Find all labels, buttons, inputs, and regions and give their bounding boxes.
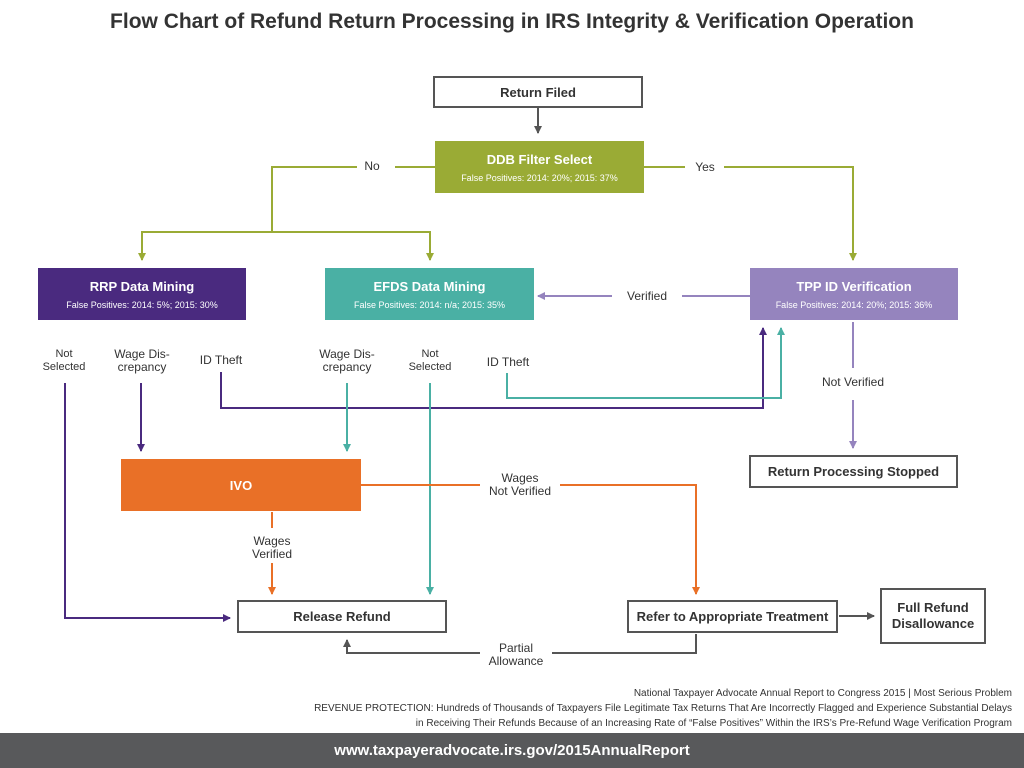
tpp-id-verification-box: TPP ID Verification False Positives: 201…: [750, 268, 958, 320]
chart-title: Flow Chart of Refund Return Processing i…: [110, 10, 914, 33]
return-filed-label: Return Filed: [500, 84, 576, 100]
arrow-partial-release: [552, 634, 697, 654]
label-wages-not-verified: Wages Not Verified: [488, 471, 552, 498]
label-efds-not-selected: Not Selected: [402, 348, 458, 374]
label-rrp-not-selected: Not Selected: [32, 348, 96, 374]
label-verified: Verified: [626, 289, 668, 303]
footer-bar: www.taxpayeradvocate.irs.gov/2015AnnualR…: [0, 733, 1024, 768]
label-not-verified: Not Verified: [813, 376, 893, 389]
label-efds-wage-discrepancy: Wage Dis- crepancy: [309, 348, 385, 374]
efds-false-positives: False Positives: 2014: n/a; 2015: 35%: [353, 299, 506, 310]
label-rrp-wage-discrepancy: Wage Dis- crepancy: [104, 348, 180, 374]
return-processing-stopped-box: Return Processing Stopped: [749, 455, 958, 488]
ivo-box: IVO: [121, 459, 361, 511]
return-filed-box: Return Filed: [433, 76, 643, 108]
arrow-ivo-refer: [560, 484, 700, 595]
label-partial-allowance: Partial Allowance: [488, 641, 544, 668]
ddb-false-positives: False Positives: 2014: 20%; 2015: 37%: [461, 172, 618, 183]
efds-data-mining-box: EFDS Data Mining False Positives: 2014: …: [325, 268, 534, 320]
label-wages-verified: Wages Verified: [251, 534, 293, 561]
full-refund-disallowance-box: Full Refund Disallowance: [880, 588, 986, 644]
ddb-filter-box: DDB Filter Select False Positives: 2014:…: [435, 141, 644, 193]
release-refund-box: Release Refund: [237, 600, 447, 633]
efds-label: EFDS Data Mining: [373, 278, 486, 294]
arrow-ddb-no-efds: [272, 231, 434, 261]
tpp-false-positives: False Positives: 2014: 20%; 2015: 36%: [775, 299, 933, 310]
label-no: No: [364, 159, 380, 173]
full-disallowance-label: Full Refund Disallowance: [891, 600, 975, 631]
problem-statement-line1: REVENUE PROTECTION: Hundreds of Thousand…: [314, 703, 1012, 714]
rrp-false-positives: False Positives: 2014: 5%; 2015: 30%: [66, 299, 218, 310]
tpp-label: TPP ID Verification: [796, 278, 912, 294]
refer-treatment-box: Refer to Appropriate Treatment: [627, 600, 838, 633]
arrow-rrp-release: [64, 383, 231, 622]
label-rrp-id-theft: ID Theft: [199, 353, 243, 367]
report-citation: National Taxpayer Advocate Annual Report…: [633, 688, 1012, 699]
label-efds-id-theft: ID Theft: [486, 355, 530, 369]
arrow-partial-release-b: [343, 639, 480, 654]
arrow-ddb-no: [138, 166, 357, 261]
arrow-ddb-yes: [724, 166, 857, 261]
ivo-label: IVO: [229, 477, 253, 493]
release-refund-label: Release Refund: [293, 609, 391, 624]
stopped-label: Return Processing Stopped: [767, 464, 940, 479]
footer-url[interactable]: www.taxpayeradvocate.irs.gov/2015AnnualR…: [334, 742, 690, 759]
arrow-efds-tpp: [506, 327, 785, 399]
refer-treatment-label: Refer to Appropriate Treatment: [636, 609, 829, 624]
rrp-data-mining-box: RRP Data Mining False Positives: 2014: 5…: [38, 268, 246, 320]
problem-statement-line2: in Receiving Their Refunds Because of an…: [415, 718, 1012, 729]
ddb-filter-label: DDB Filter Select: [486, 151, 593, 167]
arrow-rrp-tpp: [220, 327, 767, 409]
rrp-label: RRP Data Mining: [89, 278, 195, 294]
label-yes: Yes: [695, 160, 715, 174]
